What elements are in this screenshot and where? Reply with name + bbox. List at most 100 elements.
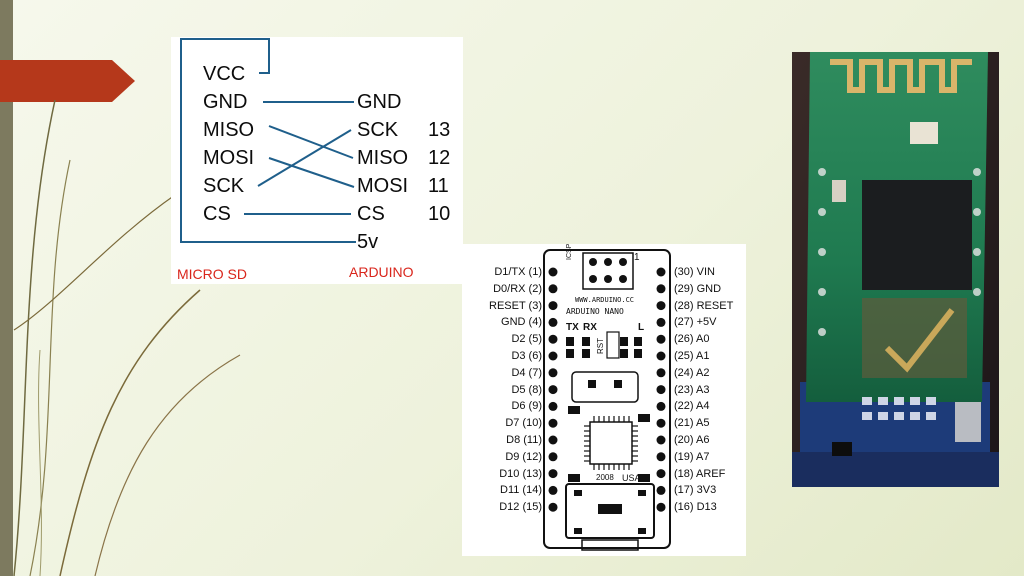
nano-left-pin-label: RESET (3) (489, 299, 542, 312)
icsp-label: ICSP (566, 243, 573, 260)
nano-right-pin-label: (25) A1 (674, 350, 710, 362)
nano-header-pin (548, 418, 558, 428)
nano-header-pin (548, 351, 558, 361)
wire-mosi (268, 157, 355, 188)
sd-right-pin: SCK (357, 119, 399, 141)
nano-header-pin (656, 301, 666, 311)
nano-left-pin-label: D8 (11) (506, 434, 542, 446)
rst-label: RST (596, 338, 605, 354)
nano-right-pin-label: (20) A6 (674, 434, 710, 446)
nano-left-pin-label: D5 (8) (511, 383, 542, 396)
nano-right-pin-label: (30) VIN (674, 266, 715, 278)
sd-right-pin: MOSI (357, 175, 409, 197)
nano-header-pin (548, 385, 558, 395)
slide-side-bar (0, 0, 13, 576)
nano-left-pin-label: GND (4) (501, 316, 542, 329)
nano-right-pin-label: (24) A2 (674, 366, 710, 379)
sd-left-pin: SCK (203, 175, 245, 197)
nano-right-pin-label: (23) A3 (674, 383, 710, 396)
nano-left-pin-label: D6 (9) (511, 400, 542, 413)
nano-right-pin-label: (22) A4 (674, 400, 710, 413)
sd-left-pin: GND (203, 91, 248, 113)
nano-header-pin (548, 267, 558, 277)
nano-right-pin-label: (17) 3V3 (674, 484, 717, 497)
board-model-text: ARDUINO NANO (566, 307, 624, 316)
nano-left-pin-label: D3 (6) (511, 350, 542, 362)
nano-header-pin (656, 385, 666, 395)
sd-pin-number: 12 (428, 147, 451, 169)
nano-right-pin-label: (29) GND (674, 282, 722, 295)
nano-left-pin-label: D1/TX (1) (494, 266, 542, 278)
nano-header-pin (656, 452, 666, 462)
nano-header-pin (548, 317, 558, 327)
nano-left-pin-label: D10 (13) (499, 467, 542, 480)
nano-left-pin-label: D9 (12) (505, 450, 542, 463)
nano-header-pin (656, 267, 666, 277)
sd-right-pin: 5v (357, 231, 379, 253)
nano-header-pin (656, 368, 666, 378)
nano-header-pin (548, 334, 558, 344)
nano-right-pin-label: (18) AREF (674, 467, 726, 480)
wire-miso (268, 125, 354, 159)
nano-header-pin (656, 334, 666, 344)
micro-sd-caption: MICRO SD (177, 266, 247, 282)
sd-wiring-diagram: VCC GND MISO MOSI SCK CS GND SCK MISO MO… (171, 37, 463, 284)
nano-right-pin-label: (27) +5V (674, 316, 717, 329)
nano-right-pin-label: (19) A7 (674, 450, 710, 463)
nano-left-pin-label: D7 (10) (505, 417, 542, 430)
wire-vcc-5v (180, 38, 356, 243)
wire-sck (257, 129, 352, 187)
sd-wiring-lines (180, 38, 356, 243)
nano-header-pin (656, 284, 666, 294)
nano-header-pin (656, 401, 666, 411)
sd-left-pin: MISO (203, 119, 255, 141)
nano-header-pin (548, 284, 558, 294)
board-url-text: WWW.ARDUINO.CC (575, 296, 635, 304)
year-label: 2008 (596, 473, 614, 482)
nano-header-pin (548, 469, 558, 479)
sd-left-pin: MOSI (203, 147, 255, 169)
sd-pin-number: 10 (428, 203, 451, 225)
sd-left-pin: VCC (203, 63, 246, 85)
decorative-swirl-lines (13, 99, 241, 576)
tx-led-label: TX (566, 322, 579, 333)
nano-header-pin (548, 485, 558, 495)
sd-pin-number: 11 (428, 175, 449, 197)
sd-left-pin: CS (203, 203, 231, 225)
nano-header-pin (548, 368, 558, 378)
nano-left-pin-label: D11 (14) (500, 484, 542, 497)
nano-header-pin (656, 351, 666, 361)
arduino-caption: ARDUINO (349, 264, 414, 280)
nano-header-pin (656, 418, 666, 428)
icsp-pin-one-label: 1 (634, 252, 640, 263)
nano-right-pin-label: (16) D13 (674, 501, 717, 514)
arrow-marker-icon (0, 60, 135, 102)
rx-led-label: RX (583, 322, 597, 333)
nano-header-pin (656, 317, 666, 327)
sd-right-pin: CS (357, 203, 385, 225)
sd-pin-number: 13 (428, 119, 451, 141)
sd-right-pin: GND (357, 91, 402, 113)
nano-header-pin (656, 485, 666, 495)
nano-header-pin (548, 435, 558, 445)
nano-left-pin-label: D2 (5) (511, 333, 542, 346)
l-led-label: L (638, 322, 645, 333)
nano-header-pin (656, 502, 666, 512)
nano-header-pin (548, 401, 558, 411)
bluetooth-module-photo (792, 52, 999, 487)
country-label: USA (622, 473, 641, 483)
nano-right-pin-label: (26) A0 (674, 333, 710, 346)
nano-header-pin (656, 435, 666, 445)
nano-header-pin (548, 452, 558, 462)
nano-right-pin-label: (28) RESET (674, 299, 734, 312)
sd-right-pin: MISO (357, 147, 409, 169)
nano-header-pin (656, 469, 666, 479)
nano-header-pin (548, 502, 558, 512)
arduino-nano-pinout: WWW.ARDUINO.CC ARDUINO NANO ICSP 1 TX RX… (462, 244, 746, 556)
nano-left-pin-label: D0/RX (2) (493, 282, 542, 295)
nano-board-drawing (543, 249, 671, 551)
nano-left-pin-label: D12 (15) (499, 501, 542, 514)
nano-right-pin-label: (21) A5 (674, 417, 710, 430)
nano-header-pin (548, 301, 558, 311)
nano-left-pin-label: D4 (7) (511, 366, 542, 379)
